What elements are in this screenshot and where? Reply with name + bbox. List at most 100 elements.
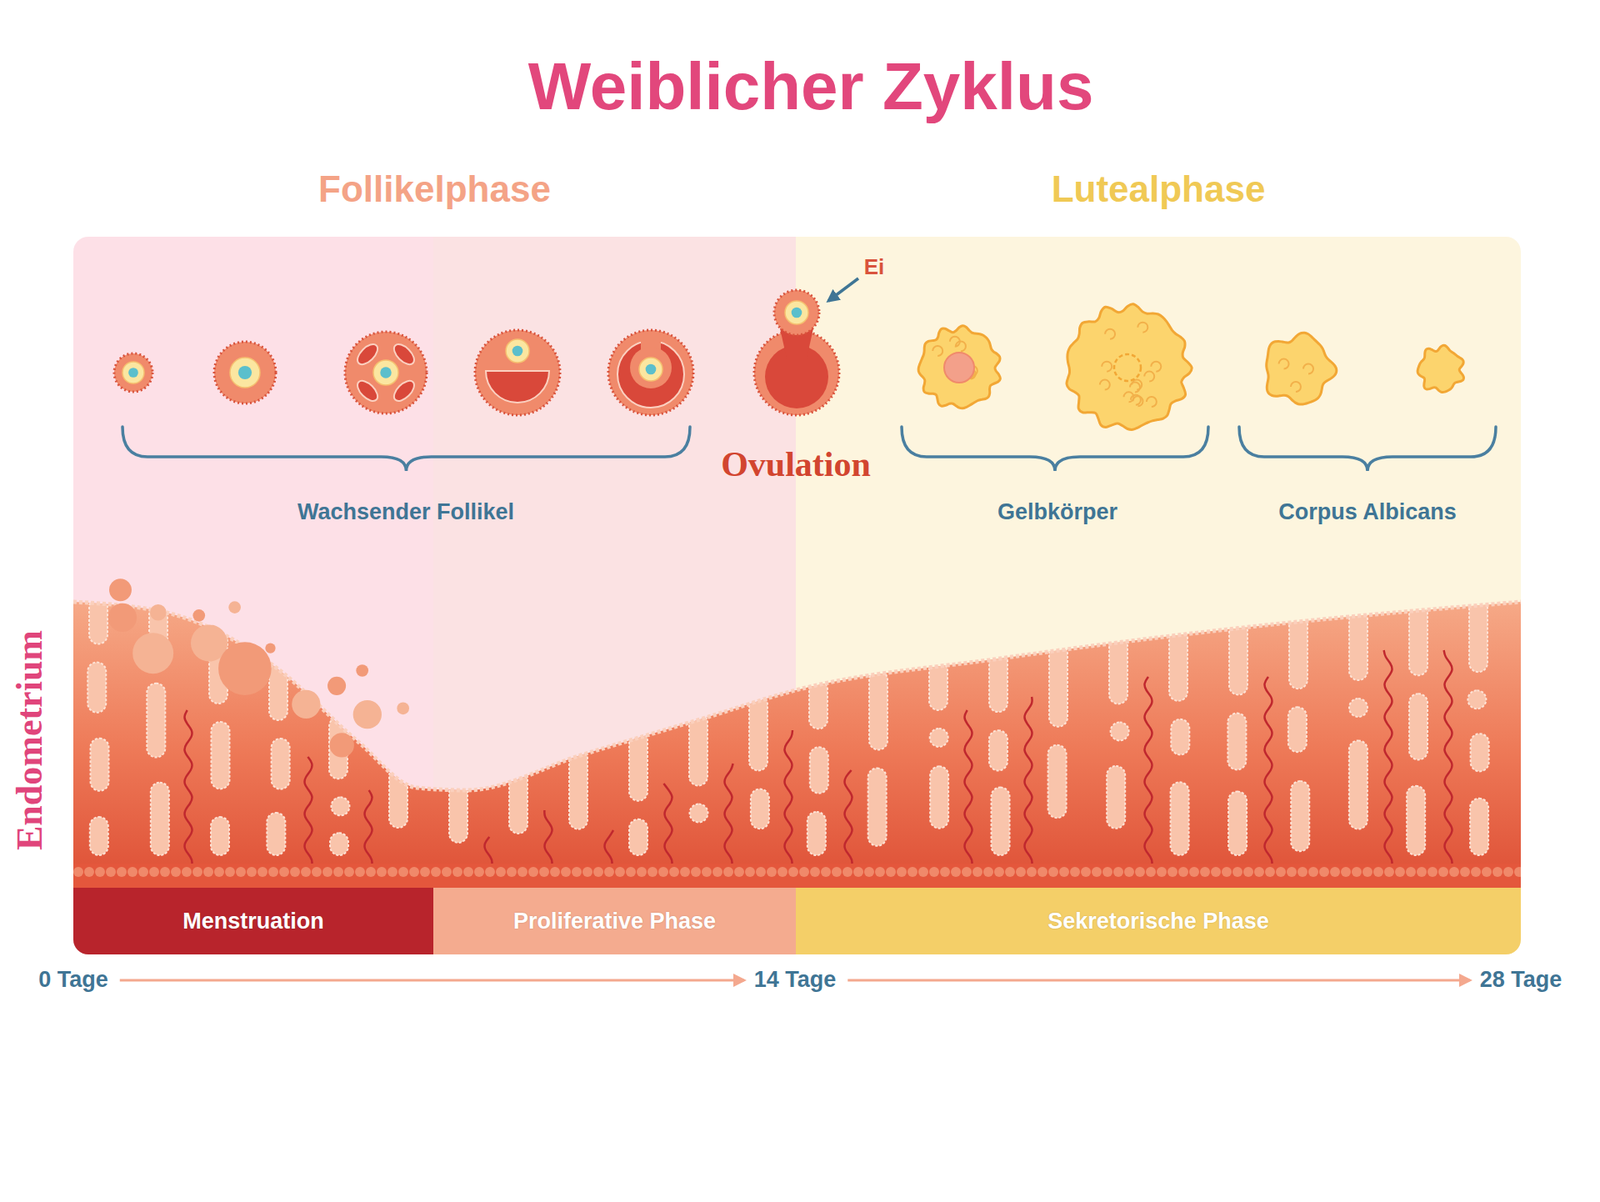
endometrial-gland	[809, 680, 828, 730]
basal-cell	[268, 866, 279, 877]
basal-cell	[799, 866, 810, 877]
oocyte	[373, 360, 399, 385]
basal-cell	[355, 866, 365, 877]
egg	[774, 290, 820, 335]
phase-panel: LutealphaseSekretorische Phase	[795, 236, 1521, 955]
endometrial-gland	[1227, 713, 1246, 770]
endometrial-gland	[1049, 644, 1068, 727]
endometrial-gland	[1349, 698, 1368, 717]
oocyte	[505, 339, 530, 363]
corpus-albicans	[1266, 332, 1337, 405]
endometrial-gland	[271, 738, 290, 790]
basal-cell	[1189, 866, 1200, 877]
endometrial-gland	[87, 661, 106, 712]
basal-cell	[1427, 866, 1438, 877]
basal-cell	[1254, 866, 1265, 877]
basal-cell	[344, 866, 355, 877]
oocyte-nucleus	[645, 364, 657, 375]
luteal-cell	[1290, 381, 1301, 392]
bracket	[122, 426, 690, 471]
cumulus	[630, 346, 672, 389]
blood-vessel	[1264, 676, 1272, 870]
luteal-core	[1114, 354, 1141, 381]
basal-cell	[929, 866, 940, 877]
shed-tissue	[192, 609, 205, 622]
basal-cell	[1070, 866, 1080, 877]
diagram-title: Weiblicher Zyklus	[528, 48, 1095, 125]
basal-cell	[766, 866, 777, 877]
basal-cell	[994, 866, 1005, 877]
basal-cell	[1080, 866, 1091, 877]
basal-cell	[138, 866, 149, 877]
endometrial-gland	[1170, 781, 1190, 855]
oocyte-nucleus	[791, 307, 803, 319]
shed-tissue	[355, 664, 369, 677]
endometrial-gland	[1229, 621, 1248, 695]
follicle	[114, 353, 153, 392]
basal-cell	[950, 866, 961, 877]
basal-cell	[1514, 866, 1521, 877]
endometrial-gland	[1288, 706, 1307, 752]
endometrial-gland	[1228, 790, 1247, 855]
basal-cell	[636, 866, 647, 877]
bracket-label: Gelbkörper	[997, 499, 1118, 525]
basal-cell	[972, 866, 983, 877]
antrum	[485, 370, 550, 403]
basal-cell	[1026, 866, 1037, 877]
endometrial-gland	[868, 767, 887, 845]
basal-cell	[192, 866, 203, 877]
endometrial-gland	[330, 796, 350, 815]
endometrial-gland	[1170, 719, 1190, 755]
oocyte	[785, 300, 809, 325]
basal-cell	[734, 866, 745, 877]
endometrial-gland	[869, 670, 888, 750]
basal-cell	[1373, 866, 1384, 877]
bracket	[1239, 426, 1496, 471]
endometrial-gland	[146, 683, 165, 758]
basal-cell	[517, 866, 528, 877]
luteal-core	[944, 352, 975, 383]
basal-cell	[864, 866, 875, 877]
luteal-cell	[1101, 361, 1112, 372]
basal-cell	[1178, 866, 1189, 877]
follicle	[608, 330, 694, 415]
luteal-cell	[1105, 329, 1115, 340]
basal-cell	[1395, 866, 1405, 877]
basal-cell	[1059, 866, 1070, 877]
phase-heading: Lutealphase	[795, 170, 1521, 209]
basal-cell	[1460, 866, 1470, 877]
basal-cell	[116, 866, 127, 877]
endometrial-gland	[689, 713, 708, 786]
basal-cell	[940, 866, 950, 877]
basal-cell	[961, 866, 972, 877]
blood-vessel	[544, 810, 552, 870]
basal-cell	[1351, 866, 1362, 877]
basal-cell	[669, 866, 680, 877]
basal-cell	[647, 866, 658, 877]
blood-vessel	[184, 710, 192, 870]
endometrial-gland	[930, 728, 949, 747]
corpus-luteum	[918, 325, 1000, 409]
basal-cell	[95, 866, 105, 877]
basal-cell	[788, 866, 799, 877]
event-name: Ovulation	[720, 444, 871, 485]
basal-cell	[1243, 866, 1254, 877]
basal-cell	[593, 866, 604, 877]
corpus-albicans	[1417, 345, 1464, 392]
endometrial-gland	[1048, 745, 1067, 819]
basal-cell	[1210, 866, 1221, 877]
basal-cell	[1200, 866, 1210, 877]
basal-cell	[1005, 866, 1015, 877]
basal-cell	[1232, 866, 1243, 877]
basal-cell	[615, 866, 625, 877]
basal-cell	[127, 866, 138, 877]
time-mark: 28 Tage	[1480, 966, 1563, 993]
basal-cell	[885, 866, 896, 877]
follicle	[475, 330, 560, 415]
shed-tissue	[330, 732, 355, 757]
basal-cell	[1416, 866, 1427, 877]
luteal-cell	[932, 345, 943, 356]
luteal-cell	[1137, 322, 1148, 333]
